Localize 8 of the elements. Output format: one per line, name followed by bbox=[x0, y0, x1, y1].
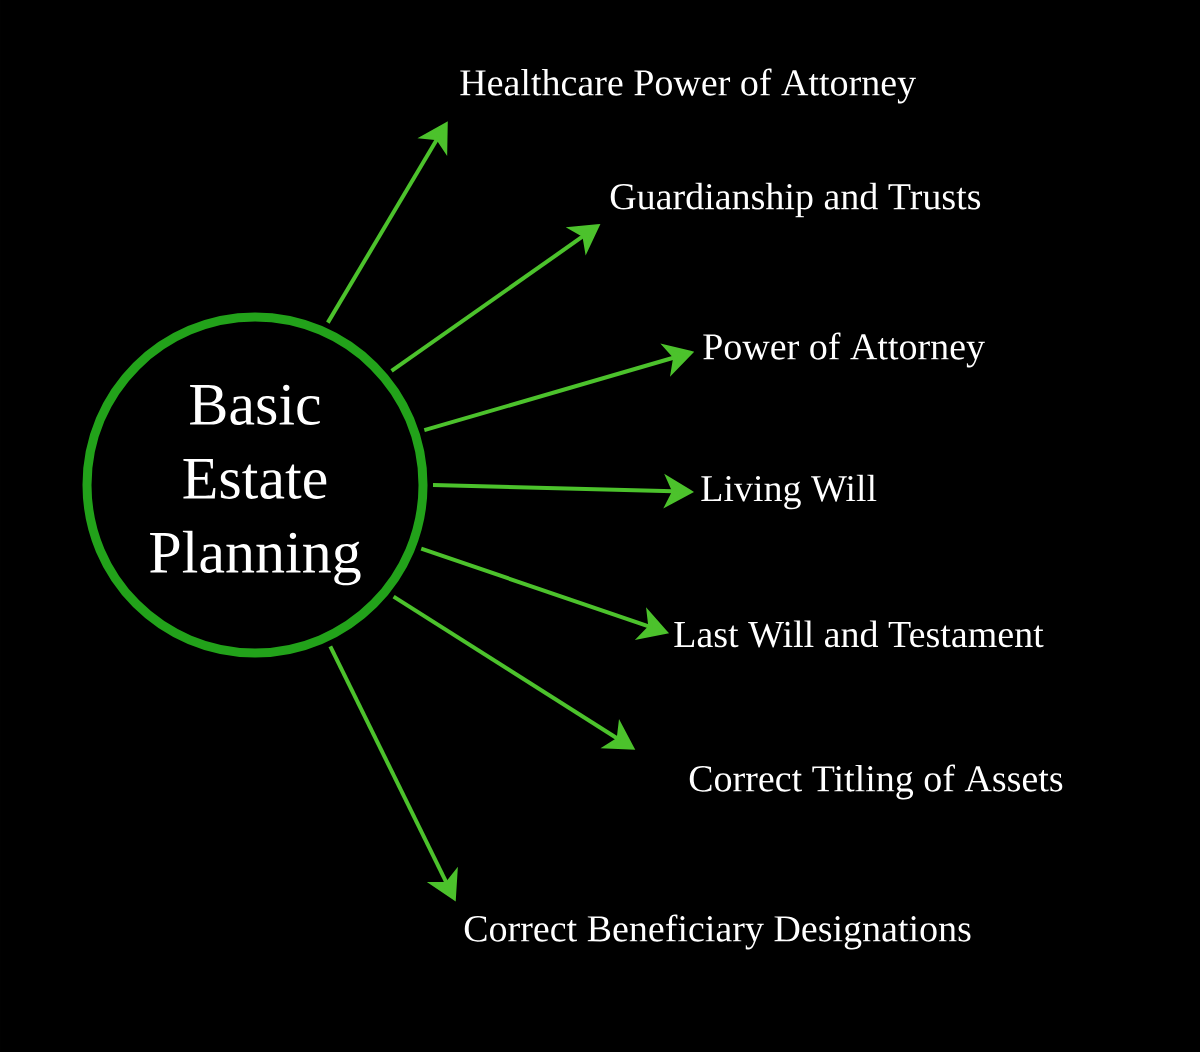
topic-label: Guardianship and Trusts bbox=[610, 182, 981, 218]
topic-label: Power of Attorney bbox=[703, 332, 985, 368]
topic-label: Correct Beneficiary Designations bbox=[464, 914, 971, 950]
topic-label: Living Will bbox=[701, 474, 877, 510]
topic-label: Healthcare Power of Attorney bbox=[460, 68, 916, 104]
topic-label: Correct Titling of Assets bbox=[689, 764, 1063, 800]
topic-label: Last Will and Testament bbox=[674, 620, 1044, 648]
circle-node: Basic Estate Planning bbox=[82, 312, 428, 658]
